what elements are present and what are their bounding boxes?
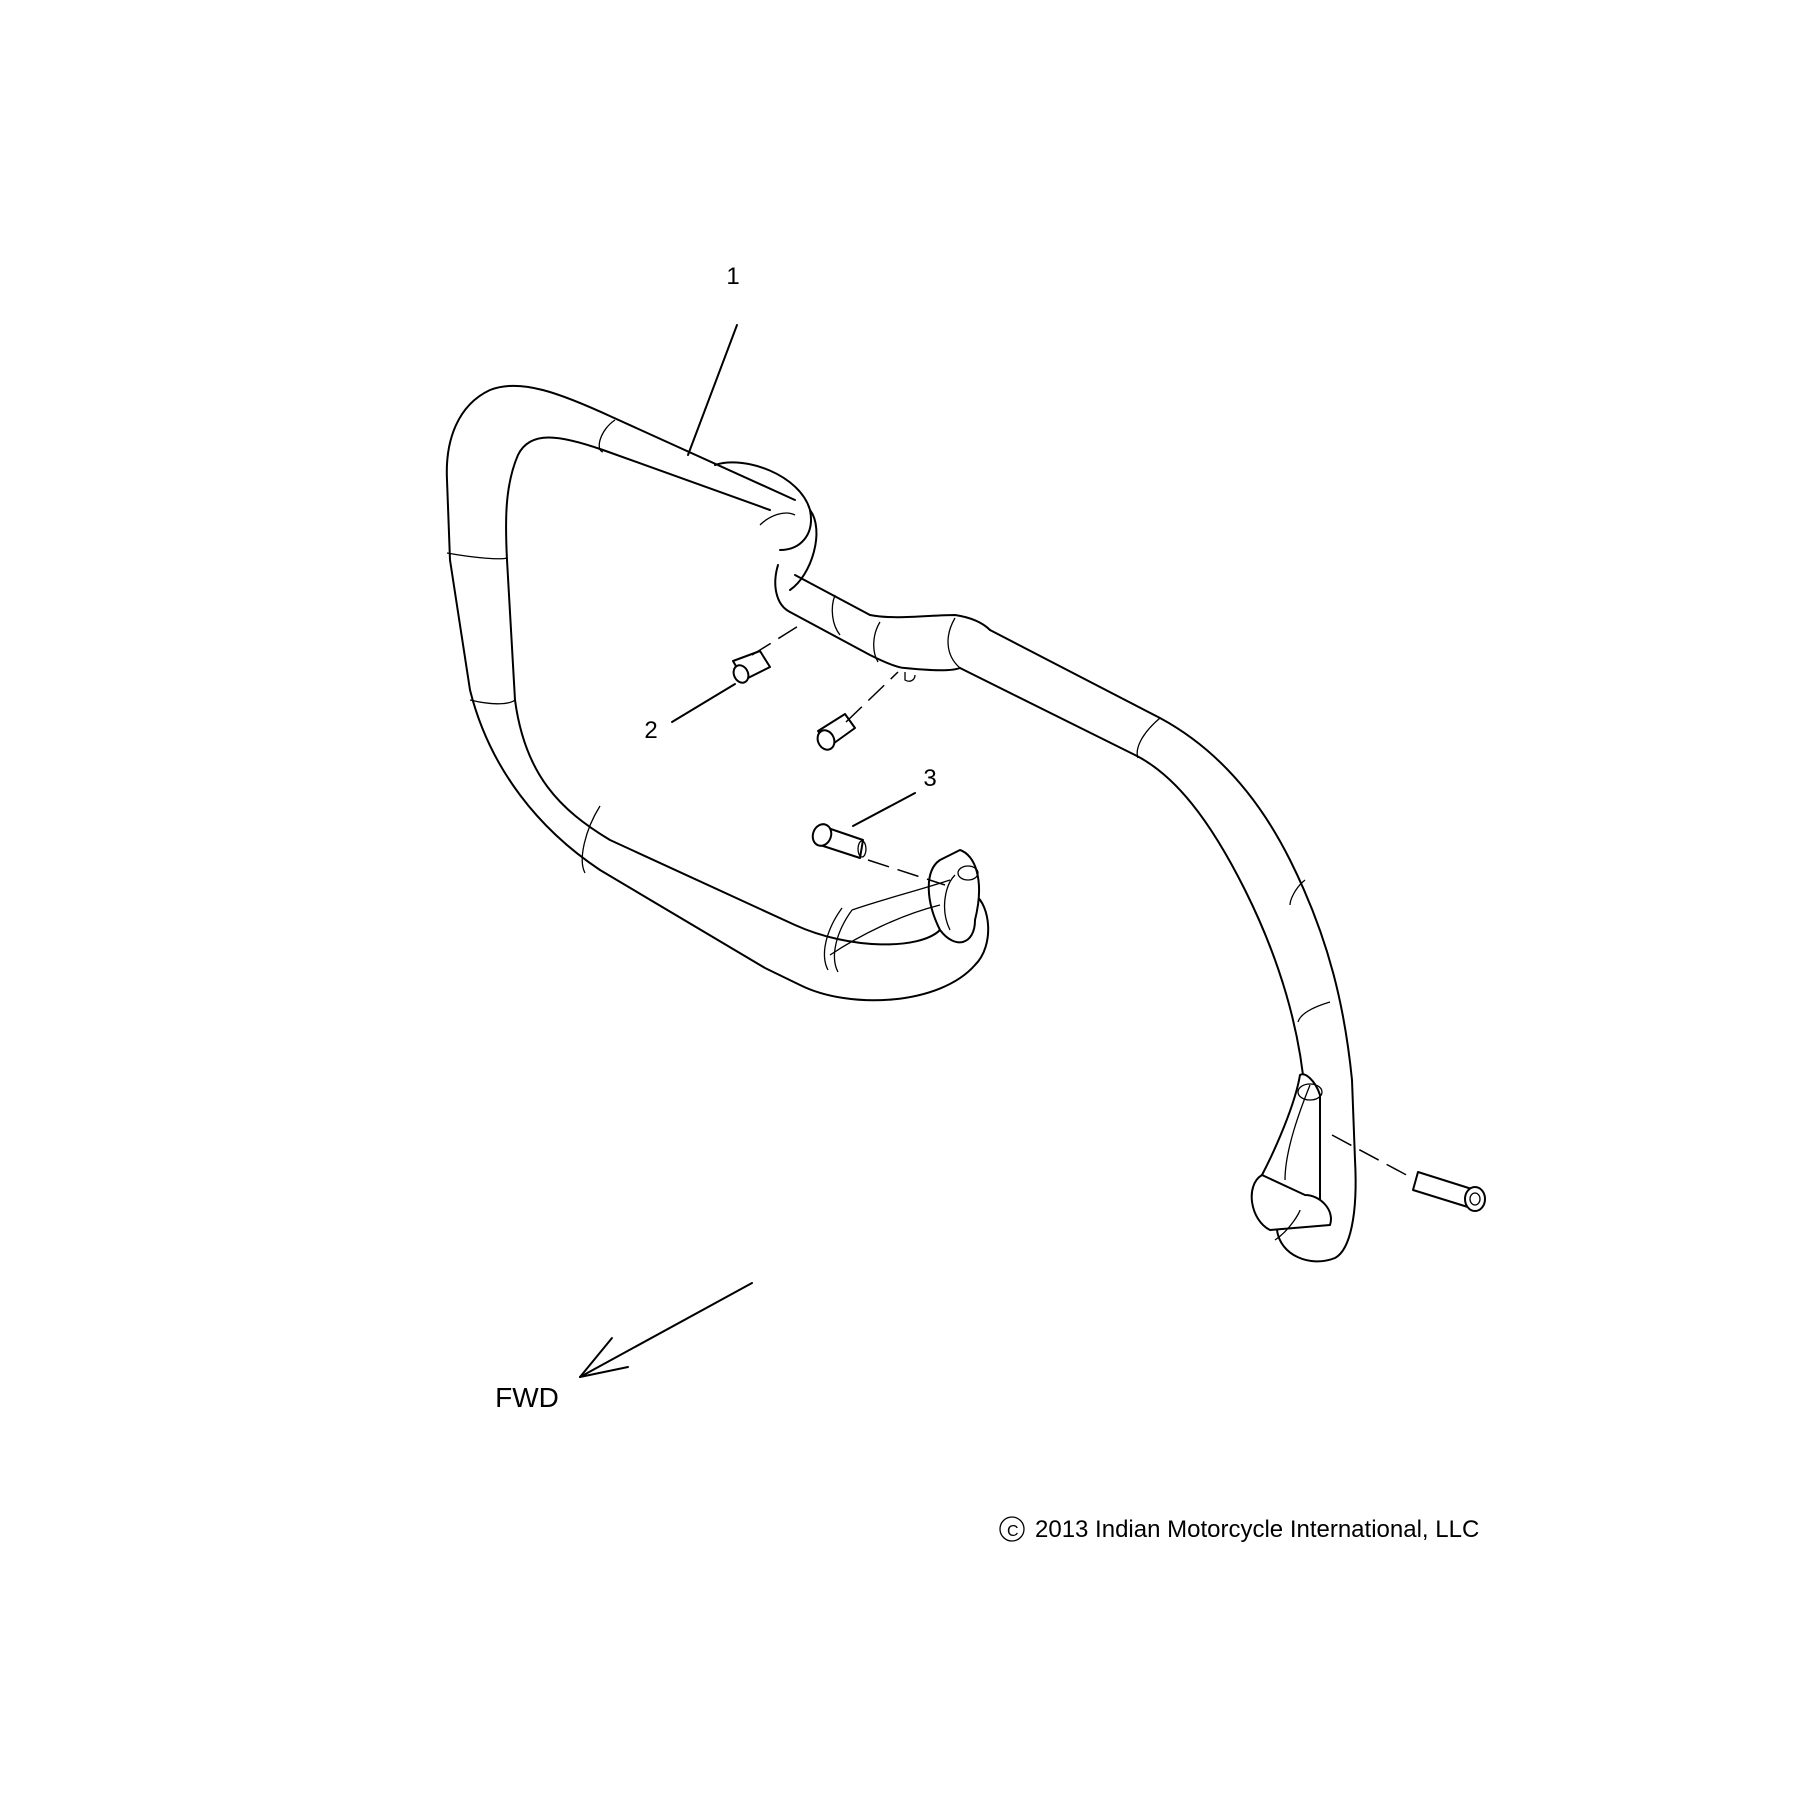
leader-line-1 [687,324,738,456]
copyright-notice: © C 2013 Indian Motorcycle International… [999,1516,1479,1543]
forward-direction-label: FWD [495,1382,559,1413]
install-line-item-3 [867,859,946,886]
bolt-item-2-lower [816,713,856,751]
forward-direction-arrow-icon [579,1282,753,1378]
callout-2: 2 [644,717,657,744]
leader-line-2 [671,683,736,723]
leader-line-3 [852,792,916,827]
install-line-right [1331,1134,1413,1179]
crash-bar [445,384,1357,1263]
callout-1: 1 [726,263,739,290]
install-line-upper [751,624,801,656]
svg-text:C: C [1007,1523,1019,1540]
install-line-lower [845,671,899,723]
bolt-right-mount [1412,1171,1486,1212]
copyright-text: 2013 Indian Motorcycle International, LL… [1035,1516,1479,1543]
bolt-item-3 [811,823,867,859]
callout-3: 3 [923,765,936,792]
bolt-item-2-upper [732,650,771,684]
